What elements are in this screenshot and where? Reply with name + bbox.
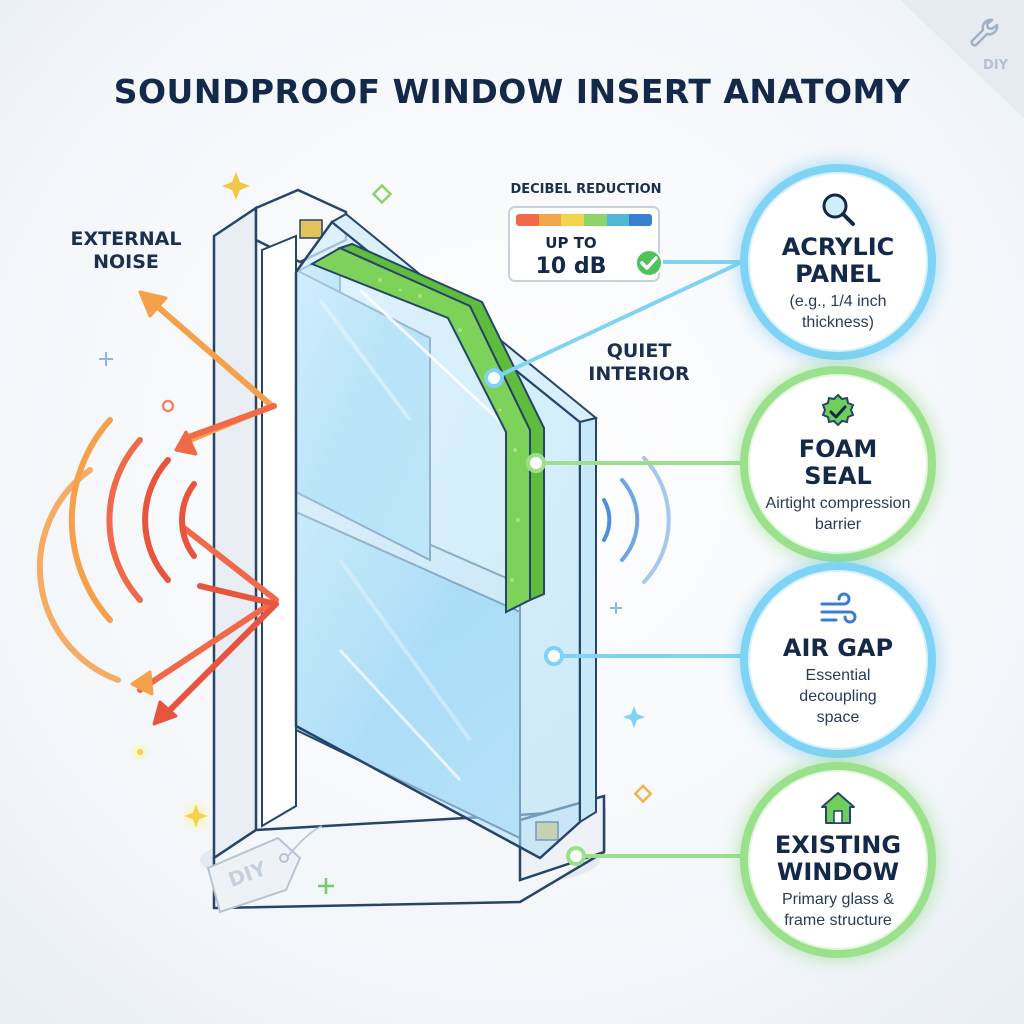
foam-seal-strip (309, 242, 545, 614)
quiet-interior-label: QUIET INTERIOR (588, 340, 690, 386)
decibel-panel: UP TO 10 dB (508, 206, 663, 282)
callout-title: AIR GAP (782, 634, 894, 663)
interior-sound-waves (602, 456, 671, 584)
noise-arrows (130, 290, 279, 726)
callout-acrylic-panel: ACRYLIC PANEL (e.g., 1/4 inch thickness) (740, 164, 936, 360)
decibel-scale-segment (516, 214, 539, 226)
callout-air-gap: AIR GAP Essential decoupling space (740, 562, 936, 758)
check-circle-icon (635, 249, 663, 277)
decibel-scale-segment (629, 214, 652, 226)
connector-lines (484, 260, 744, 866)
decibel-value: UP TO 10 dB (510, 234, 632, 280)
callout-foam-seal: FOAM SEAL Airtight compression barrier (740, 366, 936, 562)
decibel-line2: 10 dB (535, 253, 607, 279)
wind-icon (820, 592, 857, 624)
callout-title: ACRYLIC PANEL (781, 233, 895, 289)
corner-badge-text: DIY (983, 58, 1009, 73)
external-sound-waves (36, 417, 197, 683)
badge-check-icon (821, 393, 855, 427)
wrench-icon (970, 18, 999, 47)
decibel-scale-segment (584, 214, 607, 226)
decibel-line1: UP TO (545, 234, 597, 252)
decibel-scale-segment (606, 214, 630, 226)
decibel-scale-bar (516, 214, 652, 226)
callout-existing-window: EXISTING WINDOW Primary glass & frame st… (740, 762, 936, 958)
decibel-scale-segment (538, 214, 562, 226)
decibel-heading: DECIBEL REDUCTION (510, 182, 662, 197)
callout-description: (e.g., 1/4 inch thickness) (789, 293, 887, 331)
decibel-scale-segment (561, 214, 585, 226)
diy-tag-shape (206, 825, 323, 914)
decor-sparkles (99, 172, 653, 894)
callout-title: FOAM SEAL (798, 435, 878, 491)
external-noise-label: EXTERNAL NOISE (70, 228, 182, 274)
magnifier-icon (822, 193, 855, 227)
page-title: SOUNDPROOF WINDOW INSERT ANATOMY (113, 72, 911, 111)
callout-description: Essential decoupling space (799, 667, 877, 726)
house-icon (821, 792, 855, 825)
callout-title: EXISTING WINDOW (774, 831, 902, 887)
callout-description: Primary glass & frame structure (781, 891, 895, 929)
callout-description: Airtight compression barrier (765, 495, 911, 533)
